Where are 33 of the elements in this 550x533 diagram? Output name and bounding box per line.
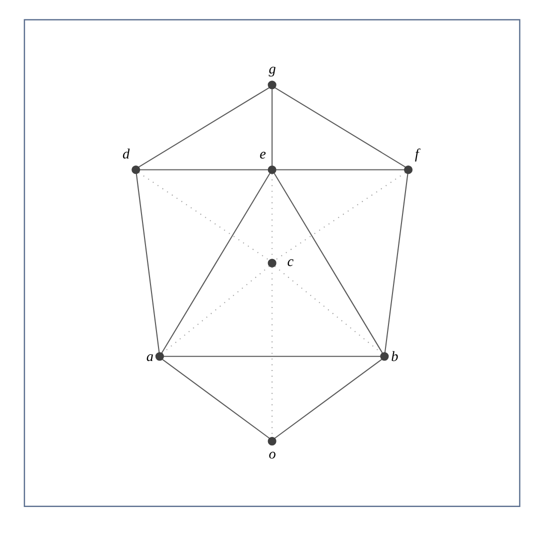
node-circle	[131, 165, 140, 174]
connector	[273, 173, 382, 354]
node-circle	[267, 80, 276, 90]
node-label: b	[390, 349, 398, 366]
node-label: f	[414, 146, 418, 162]
node-label: d	[122, 146, 130, 162]
connector	[138, 172, 270, 261]
connector	[163, 356, 380, 357]
connector	[139, 169, 268, 170]
node-label: e	[259, 146, 266, 162]
cluster	[23, 19, 520, 508]
connector	[138, 87, 269, 168]
node-circle	[267, 165, 276, 174]
node-circle	[267, 258, 276, 268]
node-label: g	[268, 62, 276, 78]
node-circle	[380, 352, 388, 361]
connector	[274, 359, 382, 439]
connector	[162, 266, 270, 354]
connector	[274, 266, 382, 354]
node-label: o	[268, 446, 276, 462]
node-circle	[267, 436, 276, 446]
connector	[162, 359, 270, 439]
connector	[274, 172, 406, 261]
connector	[160, 173, 270, 354]
connector	[135, 174, 160, 353]
node-circle	[154, 352, 164, 361]
connector	[384, 174, 408, 353]
connector	[274, 87, 406, 168]
node-label: c	[286, 254, 294, 270]
connector	[271, 89, 272, 166]
connector	[276, 169, 404, 170]
node-label: a	[146, 349, 153, 366]
node-circle	[403, 165, 412, 174]
